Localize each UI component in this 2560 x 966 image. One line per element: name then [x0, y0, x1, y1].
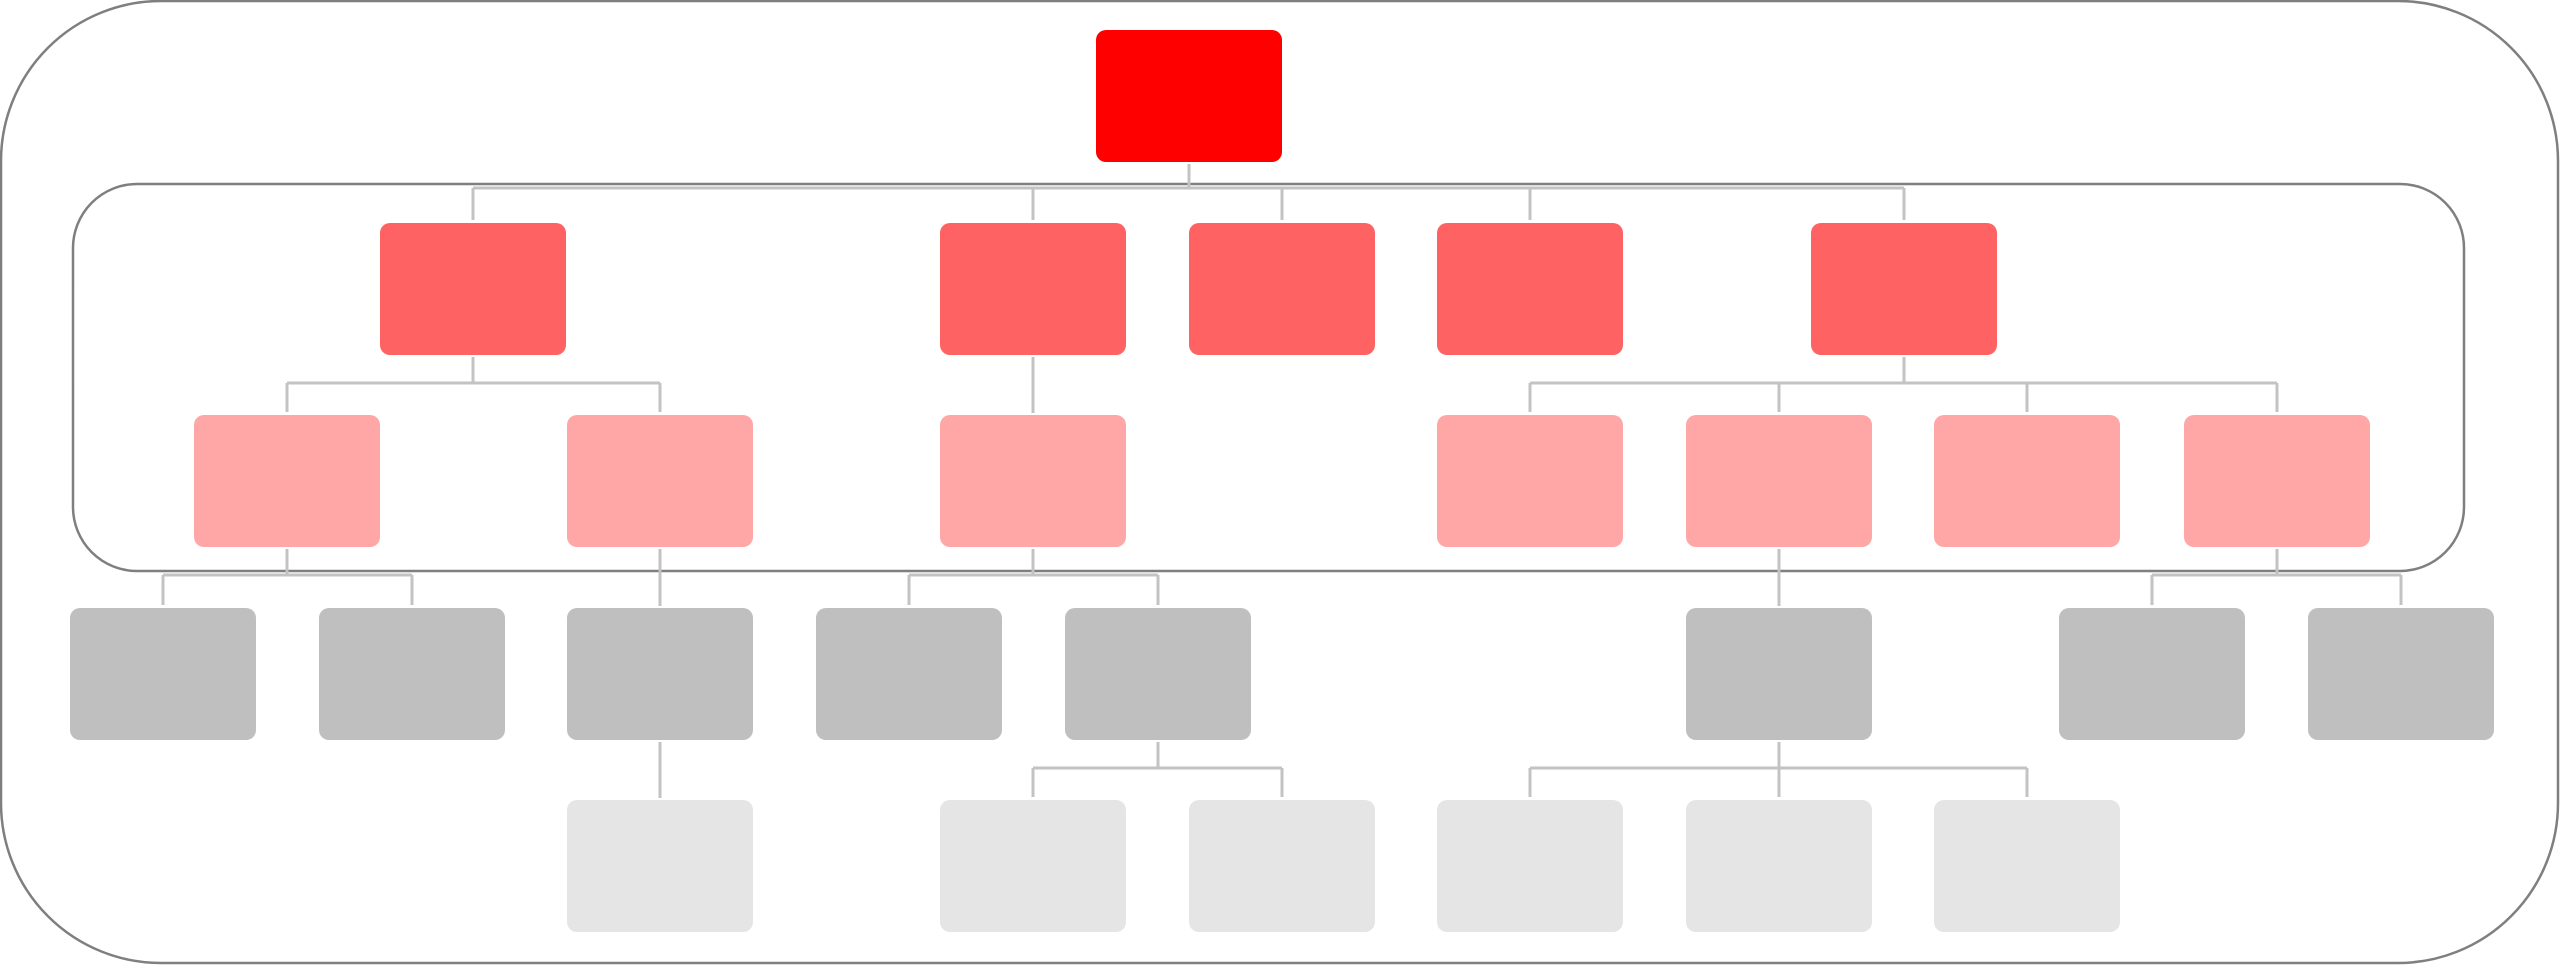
node-box-level-2	[1686, 415, 1872, 547]
node-box-level-3	[567, 608, 753, 740]
node-box-level-3	[1686, 608, 1872, 740]
node-box-level-1	[1189, 223, 1375, 355]
node-box-level-4	[1686, 800, 1872, 932]
node-box-level-2	[940, 415, 1126, 547]
node-box-level-1	[1811, 223, 1997, 355]
node-box-level-4	[1437, 800, 1623, 932]
node-box-level-3	[1065, 608, 1251, 740]
node-box-level-3	[816, 608, 1002, 740]
inner-frame	[71, 182, 2466, 573]
node-box-level-2	[2184, 415, 2370, 547]
node-box-level-4	[940, 800, 1126, 932]
node-box-level-3	[2308, 608, 2494, 740]
node-layer	[70, 30, 2494, 932]
node-box-level-2	[567, 415, 753, 547]
node-box-level-2	[194, 415, 380, 547]
node-box-level-1	[380, 223, 566, 355]
connector-layer	[161, 164, 2403, 798]
node-box-level-4	[1189, 800, 1375, 932]
node-box-level-4	[1934, 800, 2120, 932]
node-box-level-3	[70, 608, 256, 740]
node-box-level-1	[1437, 223, 1623, 355]
node-box-level-4	[567, 800, 753, 932]
node-box-level-2	[1437, 415, 1623, 547]
node-box-level-3	[319, 608, 505, 740]
node-box-level-0	[1096, 30, 1282, 162]
node-box-level-3	[2059, 608, 2245, 740]
node-box-level-2	[1934, 415, 2120, 547]
node-box-level-1	[940, 223, 1126, 355]
